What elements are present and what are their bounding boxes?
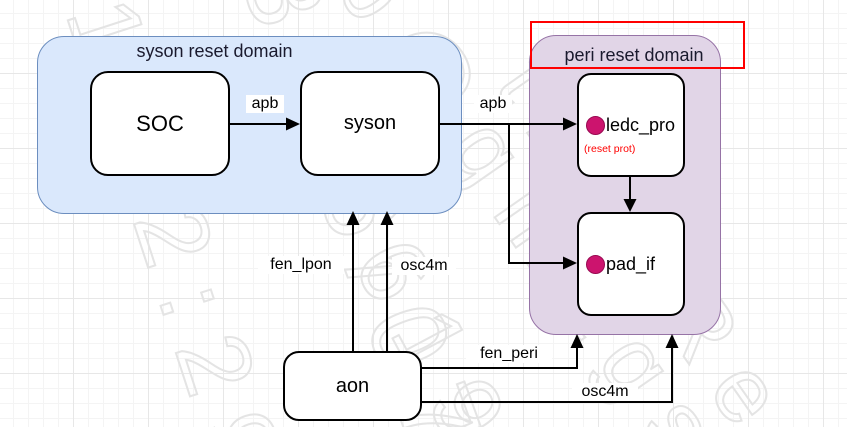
edge-label-fen-peri: fen_peri xyxy=(466,345,552,363)
reset-prot-note: (reset prot) xyxy=(584,143,636,155)
node-aon-label: aon xyxy=(335,374,370,397)
node-ledc-pro[interactable]: ledc_pro (reset prot) xyxy=(577,73,685,177)
node-syson-label: syson xyxy=(343,112,397,134)
edge-label-osc4m: osc4m xyxy=(572,383,638,401)
node-aon[interactable]: aon xyxy=(283,351,422,421)
node-syson[interactable]: syson xyxy=(300,71,440,176)
peri-domain-title: peri reset domain xyxy=(564,45,704,65)
node-ledc-pro-label: ledc_pro xyxy=(606,114,676,135)
port-dot-icon xyxy=(586,254,605,274)
edge-label-apb: apb xyxy=(474,95,512,113)
port-dot-icon xyxy=(586,115,605,135)
edge-label-fen-lpon: fen_lpon xyxy=(258,256,344,274)
edge-label-osc4m: osc4m xyxy=(392,257,456,275)
arrowhead-up-icon xyxy=(570,334,584,348)
syson-domain-title: syson reset domain xyxy=(136,41,293,61)
node-soc-label: SOC xyxy=(136,110,184,136)
node-pad-if[interactable]: pad_if xyxy=(577,212,685,316)
node-soc[interactable]: SOC xyxy=(90,71,230,176)
edge-label-apb: apb xyxy=(246,95,284,113)
arrowhead-up-icon xyxy=(665,334,679,348)
node-pad-if-label: pad_if xyxy=(606,253,656,274)
